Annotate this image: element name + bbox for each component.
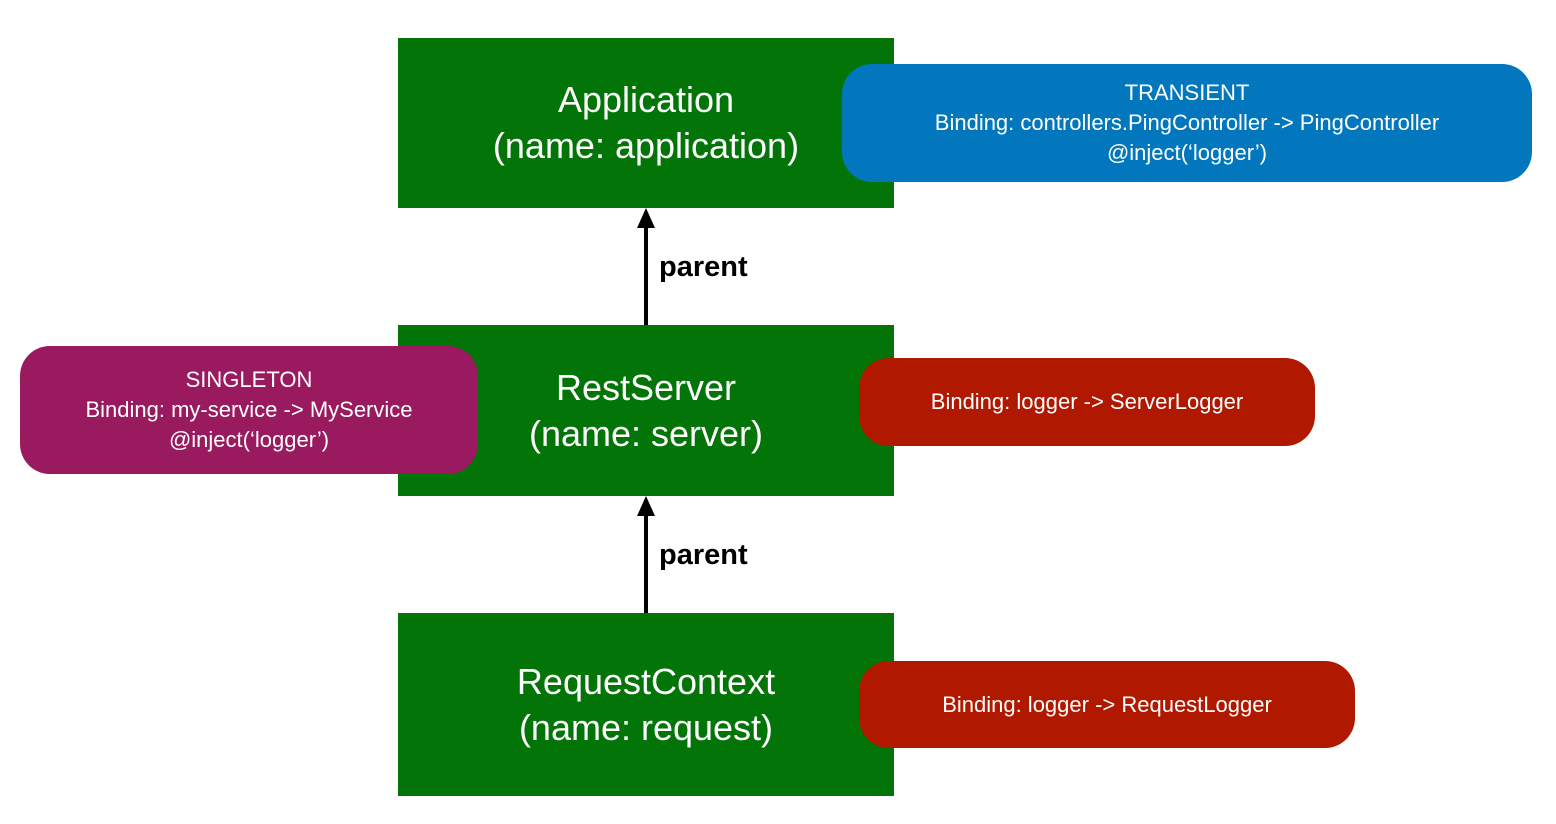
application-context-title: Application xyxy=(557,79,735,120)
arrowhead-application xyxy=(637,208,655,228)
request-logger-binding-text: Binding: logger -> RequestLogger xyxy=(942,691,1272,717)
request-context: RequestContext (name: request) xyxy=(398,613,894,796)
server-logger-binding-text: Binding: logger -> ServerLogger xyxy=(930,389,1244,414)
parent-label-request-to-server: parent xyxy=(659,539,748,571)
singleton-inject-text: @inject(‘logger’) xyxy=(168,427,330,452)
server-logger-binding-note: Binding: logger -> ServerLogger xyxy=(859,358,1315,446)
rest-server-context-title: RestServer xyxy=(555,366,737,408)
transient-binding-note: TRANSIENT Binding: controllers.PingContr… xyxy=(842,64,1532,182)
singleton-binding-text: Binding: my-service -> MyService xyxy=(85,397,413,422)
singleton-scope-label: SINGLETON xyxy=(185,367,313,392)
parent-label-server-to-application: parent xyxy=(659,251,748,283)
request-context-title: RequestContext xyxy=(516,660,776,702)
transient-binding-text: Binding: controllers.PingController -> P… xyxy=(934,110,1440,135)
transient-scope-label: TRANSIENT xyxy=(1124,80,1250,105)
application-context: Application (name: application) xyxy=(398,38,894,208)
request-logger-binding-note: Binding: logger -> RequestLogger xyxy=(859,661,1355,748)
singleton-binding-note: SINGLETON Binding: my-service -> MyServi… xyxy=(20,346,478,474)
rest-server-context-name: (name: server) xyxy=(528,412,764,454)
request-context-name: (name: request) xyxy=(518,706,774,748)
rest-server-context: RestServer (name: server) xyxy=(398,325,894,496)
application-context-name: (name: application) xyxy=(492,125,800,166)
arrowhead-server xyxy=(637,496,655,516)
transient-inject-text: @inject(‘logger’) xyxy=(1106,140,1268,165)
